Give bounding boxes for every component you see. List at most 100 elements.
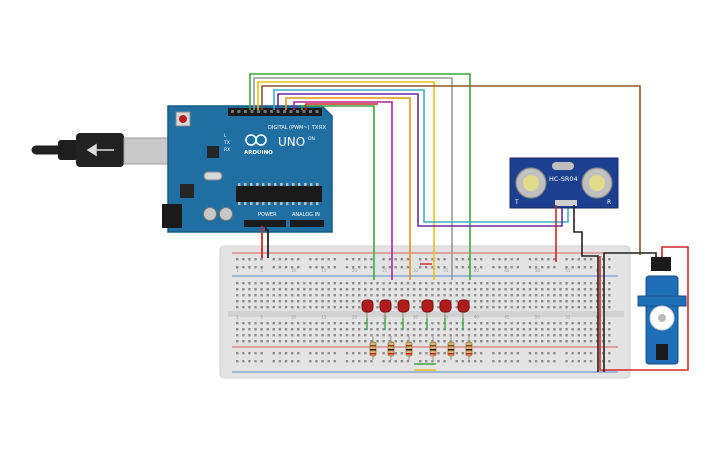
terminal-hole[interactable] (473, 306, 477, 309)
terminal-hole[interactable] (358, 322, 361, 325)
rail-hole[interactable] (534, 352, 538, 355)
terminal-hole[interactable] (577, 306, 580, 309)
rail-hole[interactable] (358, 360, 361, 363)
terminal-hole[interactable] (467, 334, 471, 337)
rail-hole[interactable] (254, 352, 257, 355)
terminal-hole[interactable] (327, 294, 330, 297)
terminal-hole[interactable] (236, 340, 239, 343)
terminal-hole[interactable] (303, 288, 306, 291)
terminal-hole[interactable] (553, 306, 556, 309)
terminal-hole[interactable] (492, 306, 495, 309)
rail-hole[interactable] (351, 360, 355, 363)
terminal-hole[interactable] (254, 300, 257, 303)
terminal-hole[interactable] (577, 282, 580, 285)
terminal-hole[interactable] (608, 328, 611, 331)
terminal-hole[interactable] (504, 334, 507, 337)
terminal-hole[interactable] (419, 288, 422, 291)
rail-hole[interactable] (608, 266, 611, 269)
terminal-hole[interactable] (266, 300, 269, 303)
terminal-hole[interactable] (608, 300, 611, 303)
terminal-hole[interactable] (608, 334, 611, 337)
rail-hole[interactable] (321, 266, 324, 269)
rail-hole[interactable] (553, 266, 556, 269)
rail-hole[interactable] (461, 360, 465, 363)
terminal-hole[interactable] (370, 322, 373, 325)
terminal-hole[interactable] (419, 306, 422, 309)
terminal-hole[interactable] (419, 322, 422, 325)
terminal-hole[interactable] (455, 282, 458, 285)
terminal-hole[interactable] (437, 334, 440, 337)
terminal-hole[interactable] (437, 294, 440, 297)
terminal-hole[interactable] (351, 300, 355, 303)
rail-hole[interactable] (327, 352, 330, 355)
rail-hole[interactable] (260, 266, 263, 269)
wire-sensor-gnd[interactable] (573, 205, 599, 372)
terminal-hole[interactable] (455, 328, 458, 331)
terminal-hole[interactable] (419, 340, 422, 343)
terminal-hole[interactable] (571, 322, 574, 325)
rail-hole[interactable] (370, 266, 373, 269)
terminal-hole[interactable] (327, 306, 330, 309)
terminal-hole[interactable] (315, 282, 318, 285)
rail-hole[interactable] (504, 266, 507, 269)
rail-hole[interactable] (388, 360, 391, 363)
terminal-hole[interactable] (278, 288, 282, 291)
terminal-hole[interactable] (351, 294, 355, 297)
terminal-hole[interactable] (406, 340, 410, 343)
wire-green-inner[interactable] (301, 105, 375, 280)
terminal-hole[interactable] (327, 334, 330, 337)
terminal-hole[interactable] (370, 334, 373, 337)
terminal-hole[interactable] (486, 306, 489, 309)
terminal-hole[interactable] (370, 294, 373, 297)
terminal-hole[interactable] (608, 282, 611, 285)
rail-hole[interactable] (358, 266, 361, 269)
terminal-hole[interactable] (388, 328, 391, 331)
terminal-hole[interactable] (498, 294, 501, 297)
terminal-hole[interactable] (272, 282, 275, 285)
terminal-hole[interactable] (400, 322, 404, 325)
rail-hole[interactable] (254, 258, 257, 261)
terminal-hole[interactable] (522, 340, 526, 343)
terminal-hole[interactable] (309, 288, 312, 291)
terminal-hole[interactable] (461, 340, 465, 343)
rail-hole[interactable] (358, 352, 361, 355)
terminal-hole[interactable] (351, 328, 355, 331)
terminal-hole[interactable] (455, 306, 458, 309)
rail-hole[interactable] (370, 258, 373, 261)
terminal-hole[interactable] (473, 294, 477, 297)
terminal-hole[interactable] (333, 288, 336, 291)
rail-hole[interactable] (504, 360, 507, 363)
rail-hole[interactable] (443, 258, 446, 261)
terminal-hole[interactable] (553, 294, 556, 297)
terminal-hole[interactable] (480, 300, 483, 303)
rail-hole[interactable] (394, 258, 397, 261)
terminal-hole[interactable] (351, 306, 355, 309)
terminal-hole[interactable] (272, 288, 275, 291)
terminal-hole[interactable] (541, 282, 544, 285)
terminal-hole[interactable] (559, 328, 562, 331)
digital-pin[interactable] (289, 110, 293, 113)
rail-hole[interactable] (492, 266, 495, 269)
terminal-hole[interactable] (504, 288, 507, 291)
terminal-hole[interactable] (315, 340, 318, 343)
terminal-hole[interactable] (315, 328, 318, 331)
terminal-hole[interactable] (284, 306, 288, 309)
rail-hole[interactable] (321, 352, 324, 355)
terminal-hole[interactable] (516, 334, 519, 337)
terminal-hole[interactable] (589, 294, 593, 297)
terminal-hole[interactable] (242, 300, 245, 303)
terminal-hole[interactable] (528, 282, 532, 285)
terminal-hole[interactable] (437, 328, 440, 331)
terminal-hole[interactable] (492, 334, 495, 337)
terminal-hole[interactable] (583, 300, 587, 303)
rail-hole[interactable] (297, 352, 300, 355)
terminal-hole[interactable] (248, 334, 251, 337)
terminal-hole[interactable] (272, 300, 275, 303)
terminal-hole[interactable] (339, 334, 343, 337)
terminal-hole[interactable] (486, 340, 489, 343)
terminal-hole[interactable] (364, 282, 367, 285)
rail-hole[interactable] (583, 266, 587, 269)
rail-hole[interactable] (278, 258, 282, 261)
terminal-hole[interactable] (254, 340, 257, 343)
terminal-hole[interactable] (290, 340, 294, 343)
